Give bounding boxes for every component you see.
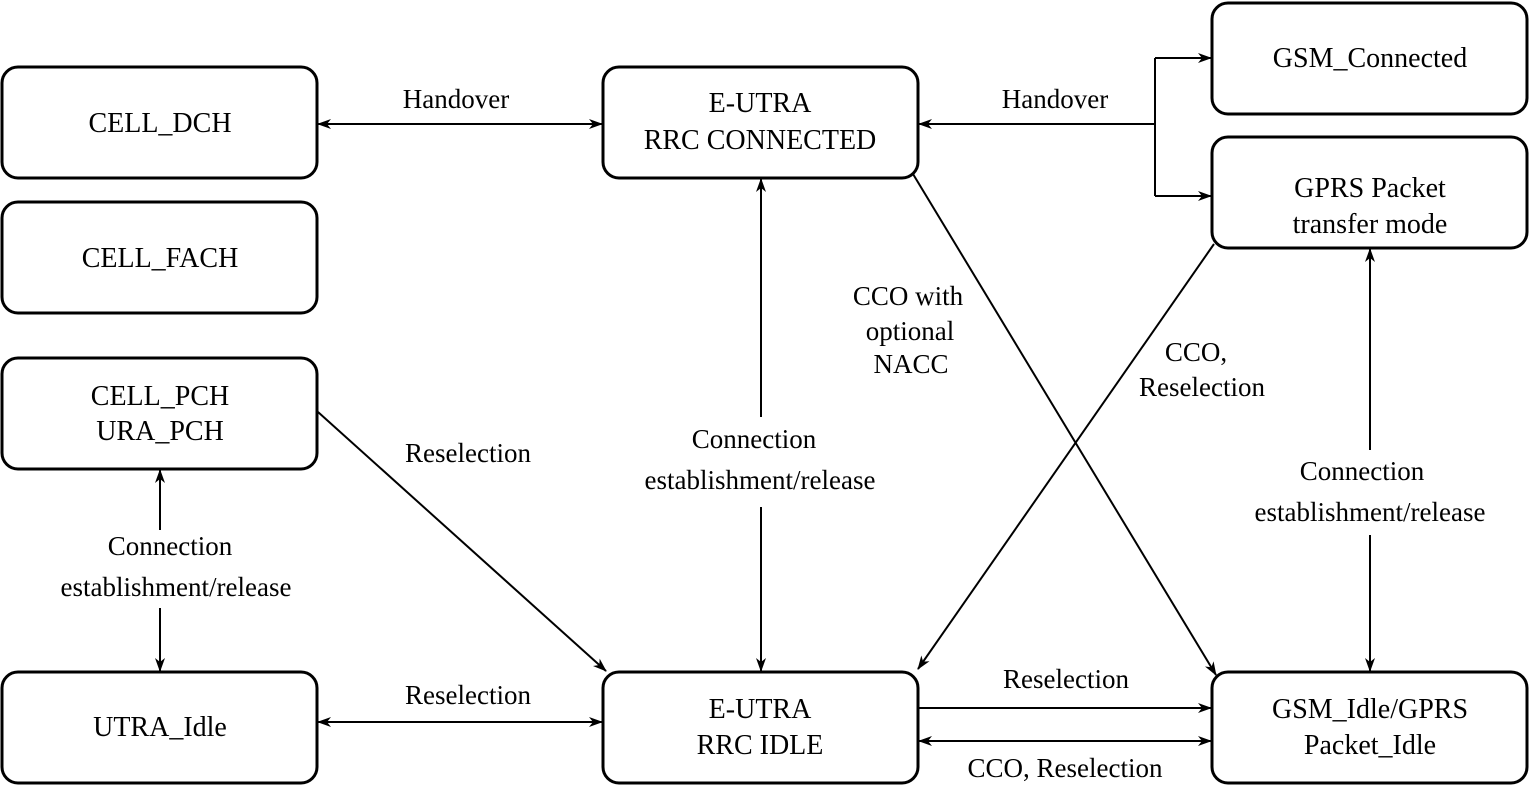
transition-label-line2: optional — [866, 316, 955, 346]
state-box — [0, 200, 319, 315]
state-box — [601, 65, 920, 180]
state-label: CELL_DCH — [88, 108, 231, 139]
state-label: GSM_Connected — [1273, 43, 1467, 74]
transition-label-line2: establishment/release — [61, 572, 292, 602]
transition-label: Reselection — [1003, 664, 1129, 694]
state-box — [0, 670, 319, 785]
arrow — [917, 243, 1215, 670]
state-gprs-packet-transfer: GPRS Packet transfer mode — [1210, 135, 1529, 250]
state-label-line1: GPRS Packet — [1294, 173, 1446, 204]
state-label-line1: E-UTRA — [709, 88, 812, 119]
state-eutra-rrc-idle: E-UTRA RRC IDLE — [601, 670, 920, 785]
state-label-line2: RRC CONNECTED — [644, 125, 877, 156]
arrow — [317, 411, 607, 672]
state-box — [601, 670, 920, 785]
transition-utra-idle-reselection: Reselection — [317, 680, 603, 727]
transition-dch-handover: Handover — [317, 84, 603, 129]
transition-idle-reselection: Reselection — [919, 664, 1212, 713]
state-cell-fach: CELL_FACH — [0, 200, 319, 315]
transition-idle-cco-reselection: CCO, Reselection — [918, 736, 1212, 783]
state-label-line1: CELL_PCH — [91, 381, 229, 412]
transition-label-line1: Connection — [692, 424, 817, 454]
transition-label-line2: establishment/release — [645, 465, 876, 495]
state-eutra-rrc-connected: E-UTRA RRC CONNECTED — [601, 65, 920, 180]
arrow — [912, 173, 1217, 676]
state-label-line2: RRC IDLE — [697, 730, 824, 761]
transition-label-line1: CCO with — [853, 281, 964, 311]
state-box — [1210, 670, 1529, 785]
transition-label-line1: Connection — [108, 531, 233, 561]
state-cell-dch: CELL_DCH — [0, 65, 319, 180]
state-label-line2: Packet_Idle — [1304, 730, 1436, 761]
transition-label-line1: CCO, — [1165, 337, 1227, 367]
transition-label-line2: establishment/release — [1255, 497, 1486, 527]
transition-eutra-connection: Connection establishment/release — [645, 178, 876, 672]
state-label: CELL_FACH — [82, 243, 239, 274]
state-gsm-idle-gprs-packet-idle: GSM_Idle/GPRS Packet_Idle — [1210, 670, 1529, 785]
transition-label: Reselection — [405, 438, 531, 468]
state-label-line2: URA_PCH — [96, 416, 224, 447]
transition-pch-reselection: Reselection — [317, 411, 607, 672]
transition-label-line1: Connection — [1300, 456, 1425, 486]
state-label-line1: E-UTRA — [709, 694, 812, 725]
transition-label-line2: Reselection — [1139, 372, 1265, 402]
state-box — [0, 356, 319, 471]
transition-label: Reselection — [405, 680, 531, 710]
transition-cco-nacc: CCO with optional NACC — [853, 173, 1217, 676]
state-cell-pch-ura-pch: CELL_PCH URA_PCH — [0, 356, 319, 471]
state-utra-idle: UTRA_Idle — [0, 670, 319, 785]
state-box — [1210, 1, 1529, 116]
transition-label: Handover — [403, 84, 509, 114]
transition-gsm-handover: Handover — [918, 53, 1212, 201]
transition-label: CCO, Reselection — [968, 753, 1163, 783]
state-gsm-connected: GSM_Connected — [1210, 1, 1529, 116]
state-label: UTRA_Idle — [93, 712, 227, 743]
transition-gprs-cco-reselection: CCO, Reselection — [917, 243, 1265, 670]
transition-gsm-connection: Connection establishment/release — [1255, 248, 1486, 672]
transition-label: Handover — [1002, 84, 1108, 114]
state-label-line1: GSM_Idle/GPRS — [1272, 694, 1468, 725]
state-label-line2: transfer mode — [1293, 209, 1448, 240]
transition-utra-connection: Connection establishment/release — [61, 469, 292, 672]
transition-label-line3: NACC — [873, 349, 948, 379]
